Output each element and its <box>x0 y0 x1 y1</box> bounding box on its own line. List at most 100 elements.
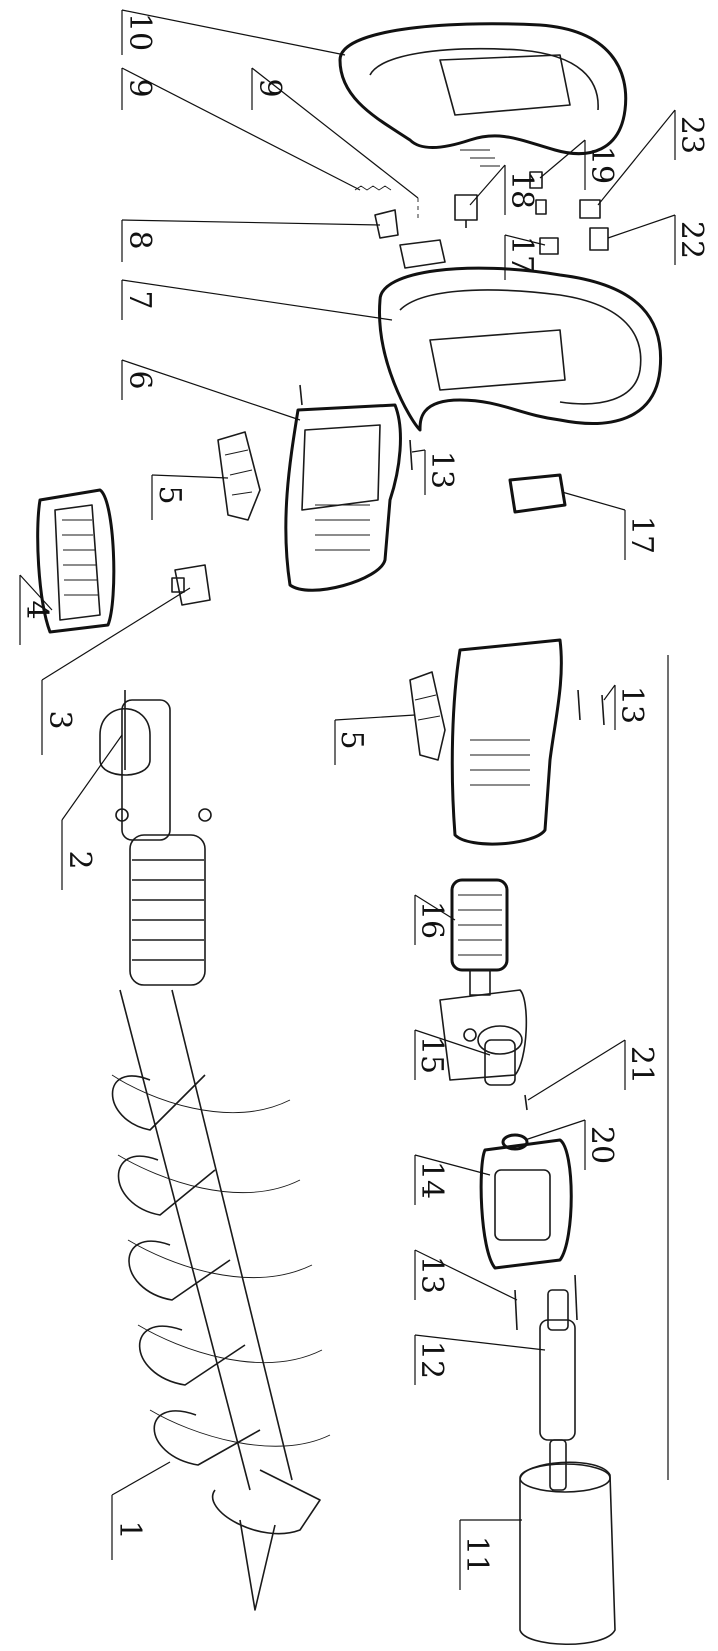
callout-c2: 2 <box>61 734 123 890</box>
part-9-springs <box>354 185 419 218</box>
callout-number: 13 <box>614 686 649 724</box>
callout-number: 23 <box>674 116 709 154</box>
callout-number: 6 <box>122 370 157 389</box>
callout-number: 7 <box>122 290 157 309</box>
callout-leader-line <box>597 109 676 206</box>
callout-c7: 7 <box>121 279 393 321</box>
part-6-housing-half <box>284 384 402 592</box>
callout-number: 17 <box>504 236 539 274</box>
part-21-end-bracket <box>439 989 528 1111</box>
callout-number: 21 <box>624 1046 659 1084</box>
part-13-screws <box>409 439 605 1331</box>
callout-c17b: 17 <box>561 491 659 560</box>
callout-c9b: 9 <box>251 67 419 199</box>
callout-leader-line <box>121 9 346 56</box>
part-1-auger-bit <box>111 699 331 1611</box>
callout-number: 9 <box>252 78 287 97</box>
callout-c6: 6 <box>121 359 301 421</box>
part-18-switch <box>454 194 478 228</box>
callout-c23: 23 <box>597 109 709 206</box>
callout-leader-line <box>414 894 456 921</box>
part-22-23-blocks <box>579 199 609 251</box>
callout-leader-line <box>41 587 191 681</box>
part-7-handle-frame <box>378 266 663 432</box>
callout-number: 16 <box>414 901 449 939</box>
callout-number: 2 <box>62 850 97 869</box>
callout-leader-line <box>121 67 361 191</box>
callout-c8: 8 <box>121 219 381 262</box>
part-20-washer <box>501 1133 529 1151</box>
callout-leader-line <box>411 449 426 453</box>
callout-leader-line <box>414 1154 491 1176</box>
callout-number: 12 <box>414 1341 449 1379</box>
callout-number: 3 <box>42 710 77 729</box>
part-5-trigger-upper <box>217 431 261 521</box>
callout-number: 13 <box>414 1256 449 1294</box>
callout-leader-line <box>251 67 419 199</box>
callout-number: 13 <box>424 451 459 489</box>
callout-leader-line <box>414 1029 491 1056</box>
callout-leader-line <box>61 734 123 821</box>
callout-c13c: 13 <box>414 1249 518 1301</box>
callout-c22: 22 <box>607 214 709 265</box>
callout-number: 8 <box>122 230 157 249</box>
callout-number: 20 <box>584 1126 619 1164</box>
callout-c19: 19 <box>539 139 619 190</box>
callout-c5a: 5 <box>151 474 229 520</box>
callout-c18: 18 <box>469 164 539 215</box>
part-8-lock-button <box>374 209 446 269</box>
callout-leader-line <box>603 684 616 701</box>
part-2-clip-pin <box>99 690 151 776</box>
callout-number: 15 <box>414 1036 449 1074</box>
callout-c1: 1 <box>111 1461 171 1560</box>
callout-number: 11 <box>459 1536 494 1574</box>
callout-c11: 11 <box>459 1519 522 1590</box>
callout-leader-line <box>121 279 393 321</box>
callout-leader-line <box>334 714 416 721</box>
callout-number: 1 <box>112 1520 147 1539</box>
part-14-gearbox-housing <box>479 1138 573 1270</box>
callout-leader-line <box>504 234 546 246</box>
callout-leader-line <box>414 1249 518 1301</box>
callout-number: 22 <box>674 221 709 259</box>
part-5-trigger-lower <box>409 671 446 761</box>
callout-number: 19 <box>584 146 619 184</box>
part-17-parts <box>508 237 567 514</box>
callout-c4: 4 <box>19 574 54 645</box>
callout-leader-line <box>414 1334 546 1351</box>
part-11-end-cap <box>519 1461 616 1646</box>
housing-assembly-lower <box>450 638 563 846</box>
part-12-drive-shaft <box>539 1289 576 1491</box>
callout-c12: 12 <box>414 1334 546 1385</box>
callout-leader-line <box>561 491 626 511</box>
callout-c13b: 13 <box>603 684 649 730</box>
callout-leader-line <box>527 1039 626 1101</box>
callout-number: 18 <box>504 171 539 209</box>
callout-leader-line <box>121 359 301 421</box>
callout-number: 10 <box>122 13 157 51</box>
callout-number: 14 <box>414 1161 449 1199</box>
callout-leader-line <box>607 214 676 239</box>
callout-c13a: 13 <box>411 449 459 495</box>
part-4-battery-pack <box>36 488 116 634</box>
callout-c10: 10 <box>121 9 346 56</box>
part-10-handle-cover <box>338 22 628 167</box>
callout-leader-line <box>121 219 381 226</box>
part-16-motor <box>450 878 509 996</box>
callout-c15: 15 <box>414 1029 491 1080</box>
callout-number: 5 <box>334 730 369 749</box>
callout-leader-line <box>539 139 586 179</box>
callout-number: 4 <box>19 600 54 619</box>
callout-leader-line <box>524 1119 586 1141</box>
callout-c20: 20 <box>524 1119 619 1170</box>
callout-number: 17 <box>624 516 659 554</box>
callout-leader-line <box>111 1461 171 1496</box>
callout-c3: 3 <box>41 587 191 755</box>
callout-leader-line <box>19 574 53 611</box>
callout-leader-line <box>151 474 229 479</box>
callout-number: 9 <box>122 78 157 97</box>
callout-c16: 16 <box>414 894 456 945</box>
part-3-bracket <box>171 564 211 606</box>
